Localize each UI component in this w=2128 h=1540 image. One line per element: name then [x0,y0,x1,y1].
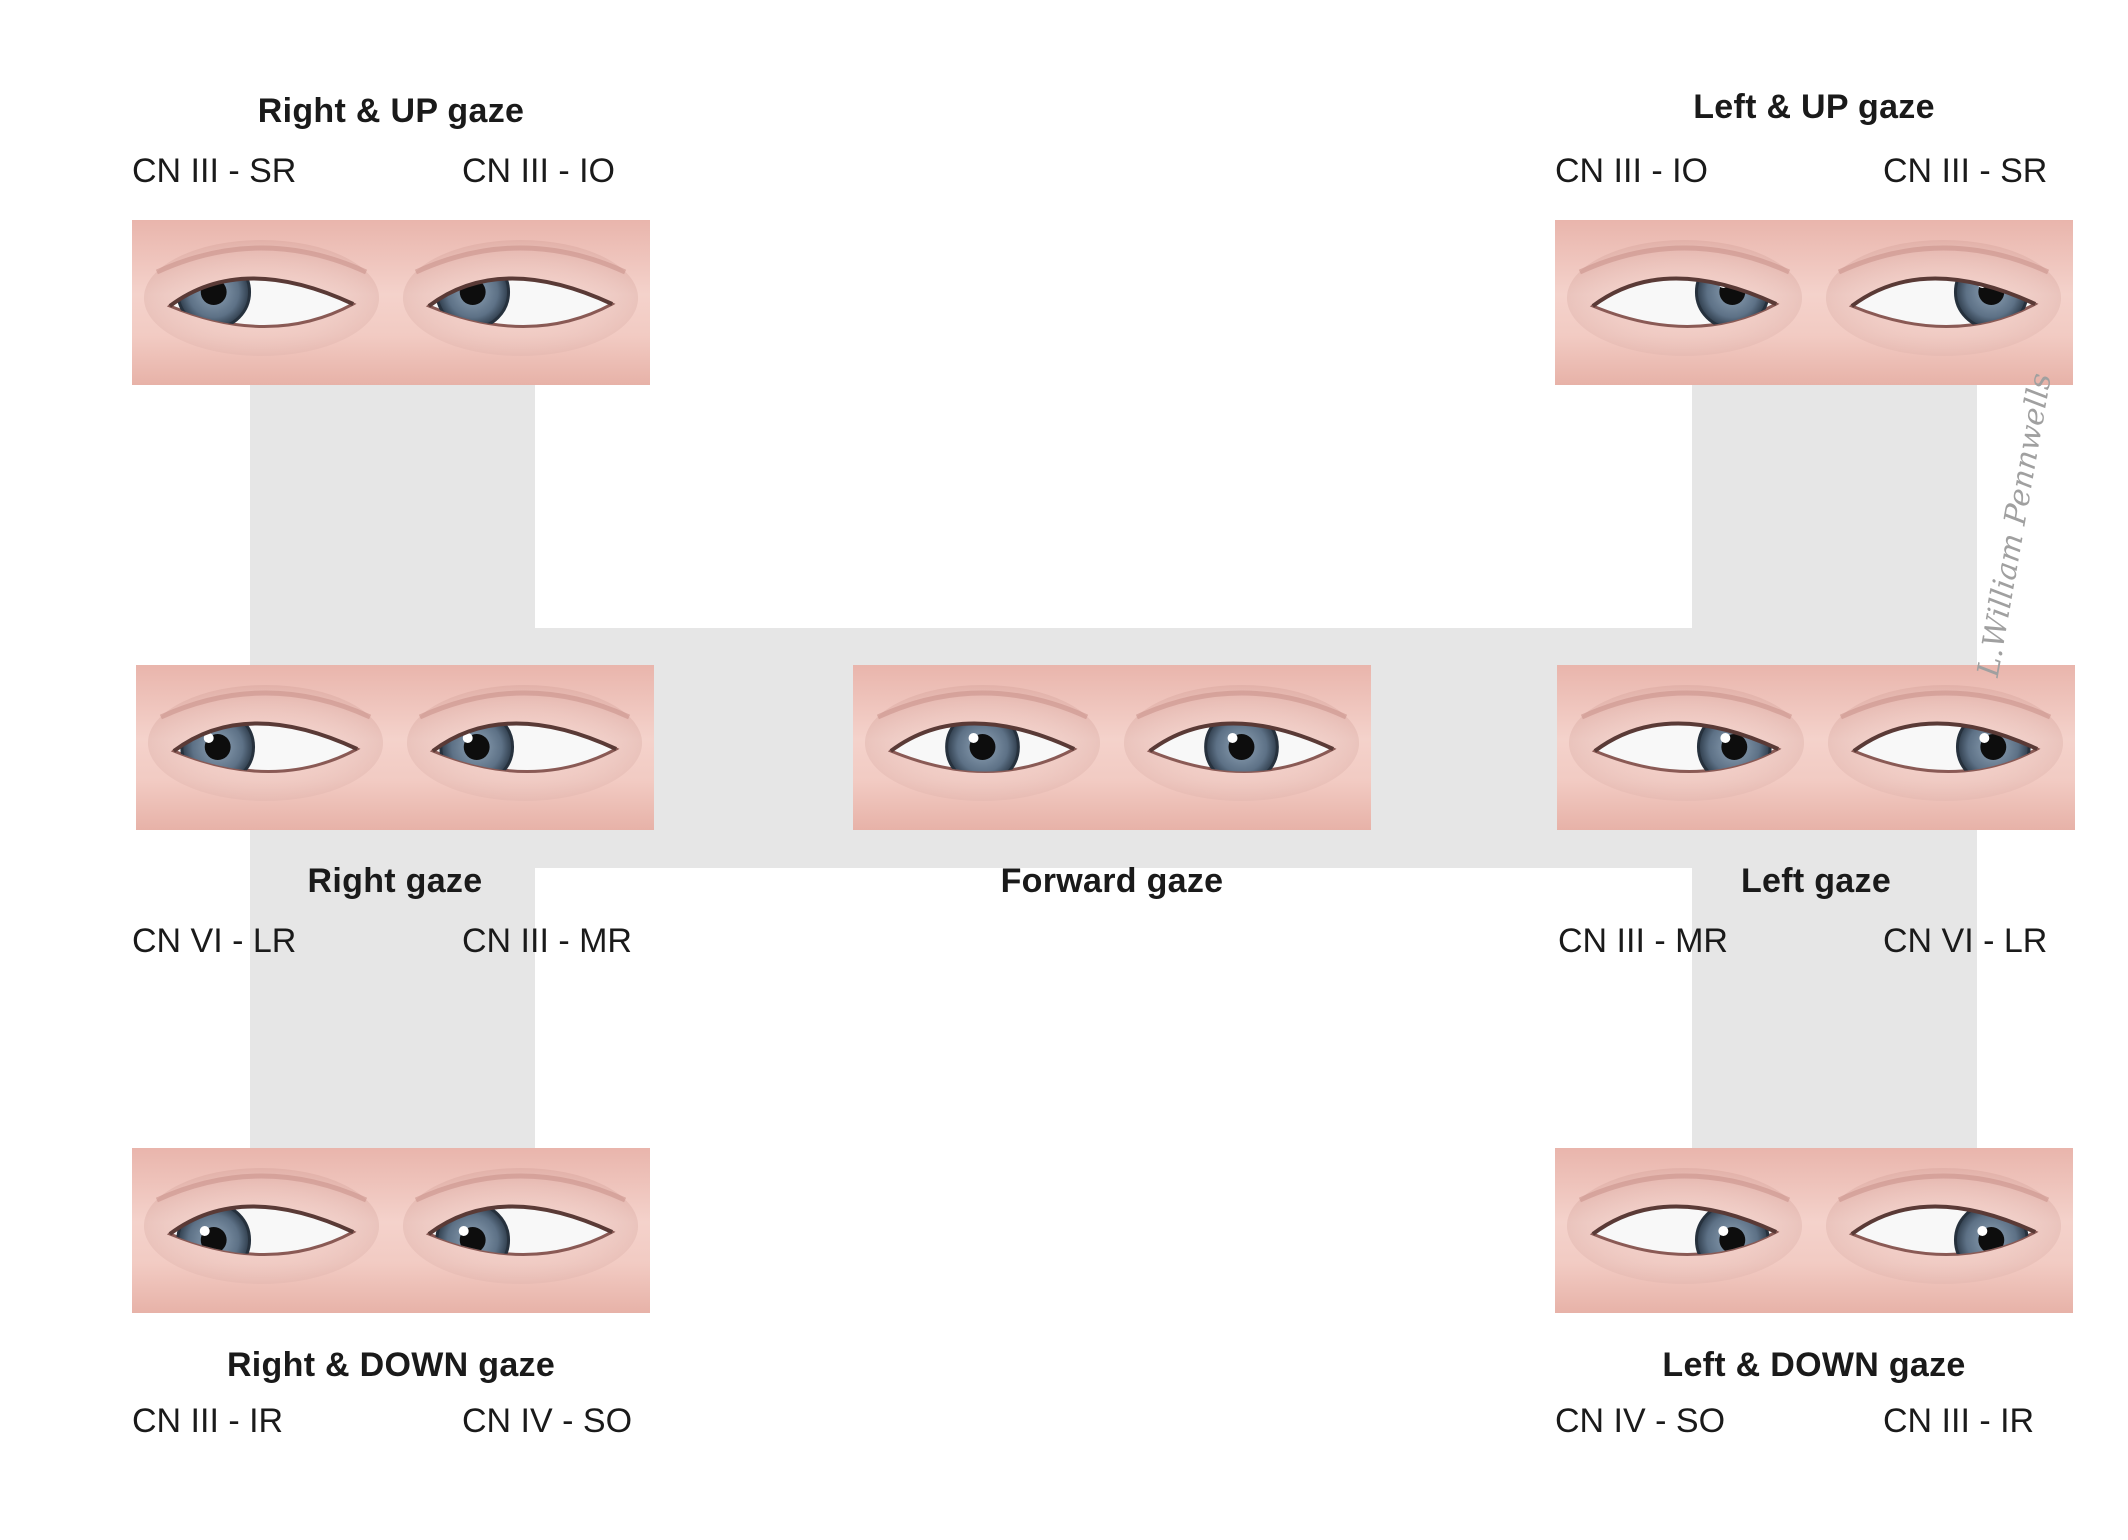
upper-eyelid [427,1204,613,1236]
eye-highlight [199,1226,210,1236]
panel-title-right: Right gaze [307,862,483,900]
eye-highlight [462,733,473,743]
eye-highlight [458,1226,469,1236]
upper-eyelid [168,1204,354,1236]
eyes-right-up [132,220,650,385]
eyes-left-up [1555,220,2073,385]
upper-eyelid [889,721,1075,753]
upper-eyelid [431,721,617,753]
eye-highlight [1979,733,1990,743]
eyelid-crease [155,245,368,275]
panel-title-right-up: Right & UP gaze [257,92,525,130]
eye-highlight [203,733,214,743]
eyelid-crease [876,690,1089,720]
muscle-label: CN III - SR [1883,152,2048,190]
eyelid-crease [1580,690,1793,720]
eyelid-crease [155,1173,368,1203]
eyelid-crease [1578,245,1791,275]
eyelid-crease [1837,245,2050,275]
eyes-right-down [132,1148,650,1313]
muscle-label: CN III - IO [1555,152,1708,190]
eyelid-crease [1837,1173,2050,1203]
eyelid-crease [159,690,372,720]
eye-highlight [1977,1226,1988,1236]
eye-pair-illustration [147,685,643,801]
eyelid-crease [414,1173,627,1203]
eyelid-crease [418,690,631,720]
muscle-label: CN III - IO [462,152,615,190]
eye-highlight [968,733,979,743]
muscle-label: CN IV - SO [1555,1402,1726,1440]
eyes-left [1557,665,2075,830]
eye-pair-illustration [1566,1168,2062,1284]
muscle-label: CN VI - LR [1883,922,2048,960]
eyelid-crease [1135,690,1348,720]
muscle-label: CN III - IR [1883,1402,2035,1440]
eyes-left-down [1555,1148,2073,1313]
eye-highlight [1718,1226,1729,1236]
upper-eyelid [1593,721,1779,753]
muscle-label: CN III - MR [1558,922,1728,960]
eye-pair-illustration [1568,685,2064,801]
panel-title-right-down: Right & DOWN gaze [226,1346,556,1384]
muscle-label: CN III - IR [132,1402,284,1440]
eyelid-crease [1839,690,2052,720]
panel-title-left: Left gaze [1740,862,1892,900]
panel-title-forward: Forward gaze [1000,862,1224,900]
muscle-label: CN IV - SO [462,1402,633,1440]
muscle-label: CN III - SR [132,152,297,190]
eyelid-crease [1578,1173,1791,1203]
eye-highlight [1720,733,1731,743]
muscle-label: CN III - MR [462,922,632,960]
eye-pair-illustration [1566,240,2062,356]
artist-signature: L.William Pennwells [1971,370,2059,680]
panel-title-left-down: Left & DOWN gaze [1662,1346,1966,1384]
panel-title-left-up: Left & UP gaze [1693,88,1935,126]
muscle-label: CN VI - LR [132,922,297,960]
upper-eyelid [1852,721,2038,753]
eyes-right [136,665,654,830]
eyes-forward [853,665,1371,830]
eye-pair-illustration [864,685,1360,801]
upper-eyelid [1850,276,2036,308]
eyelid-crease [414,245,627,275]
eye-highlight [1227,733,1238,743]
upper-eyelid [1850,1204,2036,1236]
upper-eyelid [1591,1204,1777,1236]
eye-pair-illustration [143,1168,639,1284]
eye-pair-illustration [143,240,639,356]
upper-eyelid [172,721,358,753]
upper-eyelid [168,276,354,308]
upper-eyelid [427,276,613,308]
upper-eyelid [1591,276,1777,308]
upper-eyelid [1148,721,1334,753]
